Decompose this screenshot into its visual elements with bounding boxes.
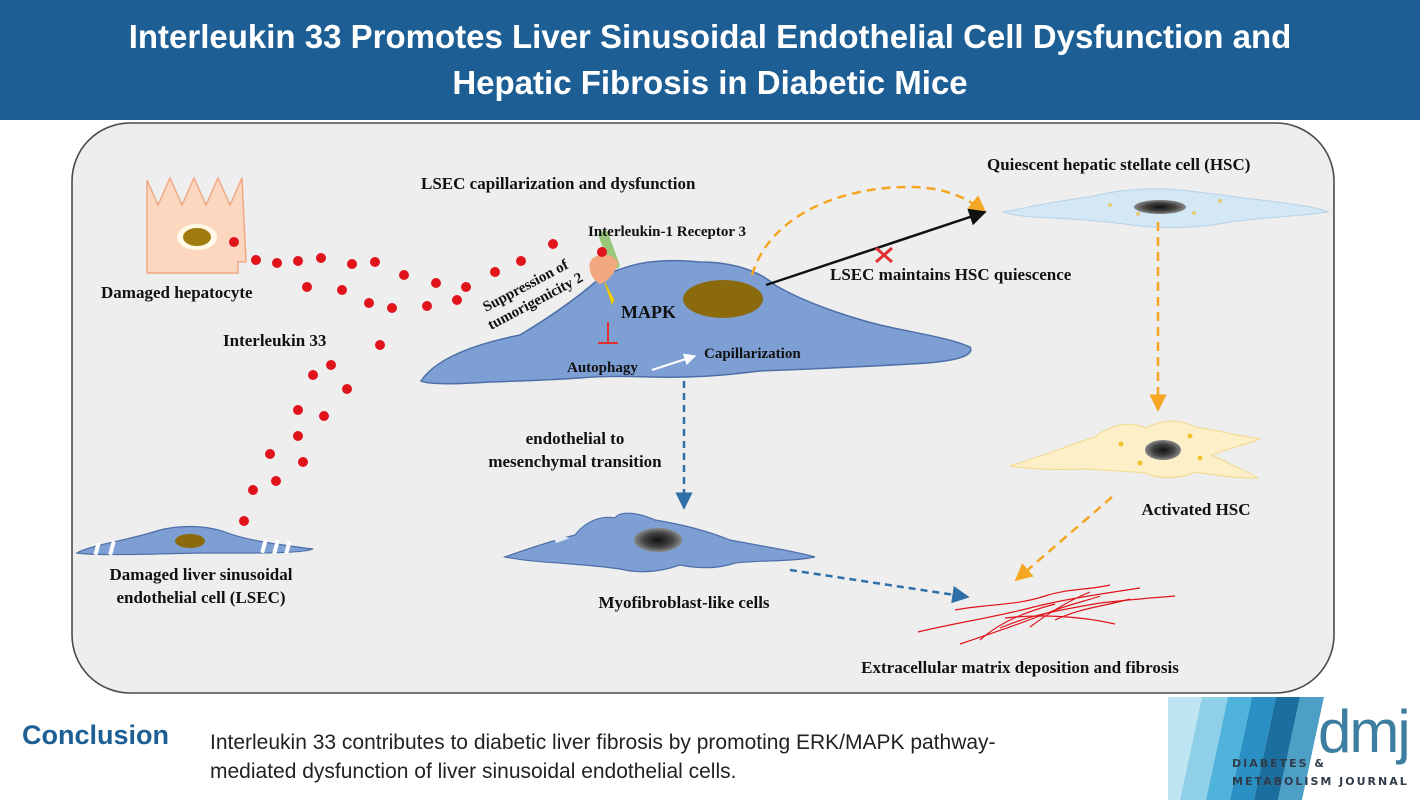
label-myofibroblast: Myofibroblast-like cells [598, 593, 769, 612]
label-autophagy: Autophagy [567, 360, 638, 376]
logo-journal-line-2: METABOLISM JOURNAL [1232, 775, 1409, 788]
label-endmt-line-1: endothelial to [526, 429, 625, 448]
label-il1-receptor-3: Interleukin-1 Receptor 3 [588, 224, 746, 240]
white-arrow-autophagy-to-capillarization [651, 353, 697, 371]
label-mapk: MAPK [621, 302, 676, 322]
label-ecm: Extracellular matrix deposition and fibr… [861, 658, 1179, 677]
damaged-lsec-cell [75, 525, 314, 556]
conclusion-heading: Conclusion [22, 720, 169, 750]
conclusion-line-1: Interleukin 33 contributes to diabetic l… [210, 731, 996, 754]
st2-receptor-icon [589, 230, 620, 306]
ecm-fibres [917, 584, 1176, 645]
interleukin-33-dots [229, 237, 607, 526]
orange-arrow-activated-to-ecm [1014, 496, 1113, 582]
label-lsec-maintains-quiescence: LSEC maintains HSC quiescence [830, 265, 1072, 284]
label-lsec-capillarization: LSEC capillarization and dysfunction [421, 174, 696, 193]
label-endmt-line-2: mesenchymal transition [488, 452, 662, 471]
myofibroblast-cell [502, 512, 816, 573]
logo-abbr: dmj [1318, 698, 1411, 765]
title-line-2: Hepatic Fibrosis in Diabetic Mice [452, 64, 968, 101]
label-damaged-hepatocyte: Damaged hepatocyte [101, 283, 253, 302]
title-banner: Interleukin 33 Promotes Liver Sinusoidal… [0, 0, 1420, 120]
journal-logo: dmj DIABETES & METABOLISM JOURNAL [1168, 697, 1420, 800]
label-activated-hsc: Activated HSC [1141, 500, 1250, 519]
label-quiescent-hsc: Quiescent hepatic stellate cell (HSC) [987, 155, 1250, 174]
blue-arrow-myofibroblast-to-ecm [789, 568, 970, 604]
label-interleukin-33: Interleukin 33 [223, 331, 326, 350]
red-x-icon [875, 246, 893, 264]
damaged-hepatocyte-cell [146, 176, 247, 274]
inhibition-arrow-mapk-autophagy [598, 322, 618, 344]
conclusion-line-2: mediated dysfunction of liver sinusoidal… [210, 760, 737, 783]
activated-hsc-cell [1009, 420, 1261, 479]
quiescent-hsc-cell [1001, 188, 1330, 229]
label-capillarization: Capillarization [704, 346, 801, 362]
diagram-panel-background [71, 122, 1335, 694]
label-damaged-lsec-line-2: endothelial cell (LSEC) [116, 588, 285, 607]
central-lsec-cell [419, 259, 972, 385]
label-damaged-lsec-line-1: Damaged liver sinusoidal [110, 565, 293, 584]
orange-arrow-lsec-to-quiescent-hsc [750, 185, 987, 276]
conclusion-text: Interleukin 33 contributes to diabetic l… [210, 728, 1150, 786]
title-line-1: Interleukin 33 Promotes Liver Sinusoidal… [128, 18, 1292, 55]
logo-journal-line-1: DIABETES & [1232, 757, 1326, 770]
logo-stripes [1168, 697, 1420, 800]
black-arrow-lsec-maintains-quiescence [765, 208, 987, 287]
arrows [598, 185, 1167, 604]
